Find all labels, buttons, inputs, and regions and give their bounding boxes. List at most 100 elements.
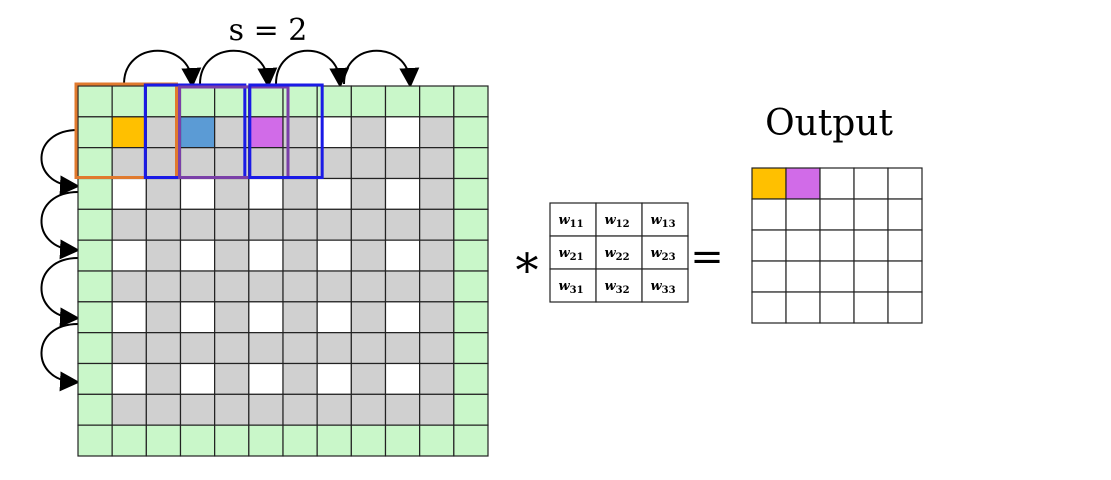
output-cell	[819, 198, 855, 231]
output-cell	[751, 291, 787, 324]
input-cell	[111, 208, 147, 241]
input-cell	[384, 270, 421, 303]
stride-arrow-top-2	[199, 49, 278, 88]
stride-arrow-left-2	[40, 191, 80, 260]
input-cell	[384, 239, 421, 272]
kernel-cell	[641, 202, 689, 237]
input-cell	[248, 332, 284, 365]
input-cell	[350, 147, 387, 180]
output-cell	[819, 167, 855, 200]
input-cell	[282, 177, 318, 210]
input-cell	[384, 393, 421, 426]
input-padding-cell	[350, 424, 387, 457]
input-cell	[179, 208, 216, 241]
input-cell	[145, 239, 182, 272]
input-cell	[145, 332, 182, 365]
input-cell	[419, 116, 455, 149]
input-cell	[282, 332, 318, 365]
input-cell	[384, 362, 421, 395]
input-cell	[179, 332, 216, 365]
input-cell	[214, 362, 250, 395]
input-padding-cell	[384, 424, 421, 457]
input-cell	[179, 301, 216, 334]
input-cell	[350, 239, 387, 272]
output-cell	[819, 229, 855, 262]
output-cell	[751, 229, 787, 262]
input-cell	[282, 362, 318, 395]
output-cell	[853, 291, 889, 324]
input-padding-cell	[77, 301, 113, 334]
output-cell	[785, 167, 821, 200]
input-cell	[248, 239, 284, 272]
stride-arrow-top-3	[275, 49, 350, 88]
input-cell	[145, 208, 182, 241]
input-cell	[214, 301, 250, 334]
input-padding-cell	[453, 424, 489, 457]
input-padding-cell	[77, 239, 113, 272]
output-cell	[887, 291, 923, 324]
kernel-cell	[595, 268, 643, 303]
input-cell	[384, 301, 421, 334]
input-cell	[282, 208, 318, 241]
input-cell	[179, 177, 216, 210]
input-padding-cell	[77, 147, 113, 180]
input-cell	[282, 239, 318, 272]
stride-arrow-left-1	[40, 129, 80, 196]
input-padding-cell	[453, 85, 489, 118]
input-cell	[419, 362, 455, 395]
input-padding-cell	[77, 270, 113, 303]
left-stride-arrows	[40, 129, 80, 392]
input-cell	[419, 332, 455, 365]
input-padding-cell	[453, 270, 489, 303]
input-cell	[282, 393, 318, 426]
output-cell	[785, 229, 821, 262]
input-cell	[214, 208, 250, 241]
input-grid	[77, 85, 489, 457]
output-cell	[853, 198, 889, 231]
input-cell	[145, 301, 182, 334]
output-cell	[751, 167, 787, 200]
convolution-operator: *	[516, 243, 539, 297]
sliding-window-4	[248, 83, 324, 179]
input-padding-cell	[77, 393, 113, 426]
output-cell	[785, 198, 821, 231]
input-cell	[111, 301, 147, 334]
output-label: Output	[765, 103, 893, 144]
input-cell	[111, 393, 147, 426]
stride-arrow-left-3	[40, 257, 80, 328]
input-padding-cell	[419, 85, 455, 118]
input-padding-cell	[77, 424, 113, 457]
input-cell	[419, 393, 455, 426]
input-cell	[111, 116, 147, 149]
input-cell	[316, 270, 352, 303]
input-cell	[179, 270, 216, 303]
input-padding-cell	[453, 239, 489, 272]
input-cell	[350, 116, 387, 149]
output-grid	[751, 167, 923, 324]
input-padding-cell	[350, 85, 387, 118]
input-cell	[248, 116, 284, 149]
output-cell	[887, 167, 923, 200]
input-padding-cell	[453, 147, 489, 180]
input-cell	[316, 208, 352, 241]
output-cell	[785, 260, 821, 293]
input-padding-cell	[419, 424, 455, 457]
input-padding-cell	[77, 116, 113, 149]
input-cell	[384, 332, 421, 365]
input-cell	[419, 177, 455, 210]
input-cell	[111, 332, 147, 365]
input-padding-cell	[214, 424, 250, 457]
stride-arrow-left-4	[40, 323, 80, 392]
input-cell	[384, 116, 421, 149]
input-cell	[145, 177, 182, 210]
output-cell	[853, 260, 889, 293]
input-cell	[145, 270, 182, 303]
input-cell	[419, 301, 455, 334]
input-cell	[111, 147, 147, 180]
input-cell	[384, 147, 421, 180]
input-cell	[248, 301, 284, 334]
input-cell	[350, 301, 387, 334]
input-cell	[179, 362, 216, 395]
input-cell	[419, 239, 455, 272]
